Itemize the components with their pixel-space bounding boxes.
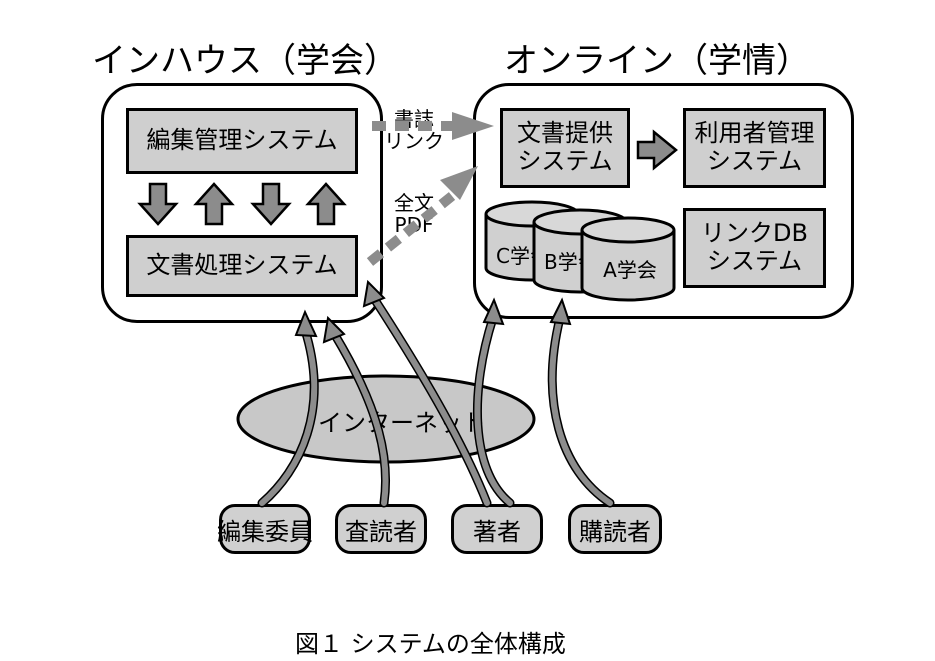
- actor-reviewer: 査読者: [335, 504, 427, 554]
- edit-management-system: 編集管理システム: [126, 108, 358, 174]
- inhouse-header: インハウス（学会）: [92, 41, 398, 81]
- link-db-system: リンクDB システム: [683, 208, 826, 288]
- actor-author: 著者: [451, 504, 543, 554]
- fulltext-pdf-label: 全文 PDF: [394, 191, 434, 237]
- biblio-link-label: 書誌 リンク: [384, 107, 444, 153]
- db-label-a: A学会: [603, 258, 657, 282]
- online-header: オンライン（学情）: [504, 41, 810, 81]
- actor-subscriber: 購読者: [568, 504, 662, 554]
- database-cylinder-a: [580, 216, 676, 302]
- document-provision-system: 文書提供 システム: [500, 108, 630, 188]
- document-processing-system: 文書処理システム: [126, 235, 358, 297]
- figure-caption: 図１ システムの全体構成: [295, 630, 566, 658]
- user-management-system: 利用者管理 システム: [683, 108, 826, 188]
- db-label-c: C学会: [496, 244, 534, 268]
- db-label-b: B学会: [544, 250, 582, 274]
- actor-editorial-committee: 編集委員: [217, 504, 313, 554]
